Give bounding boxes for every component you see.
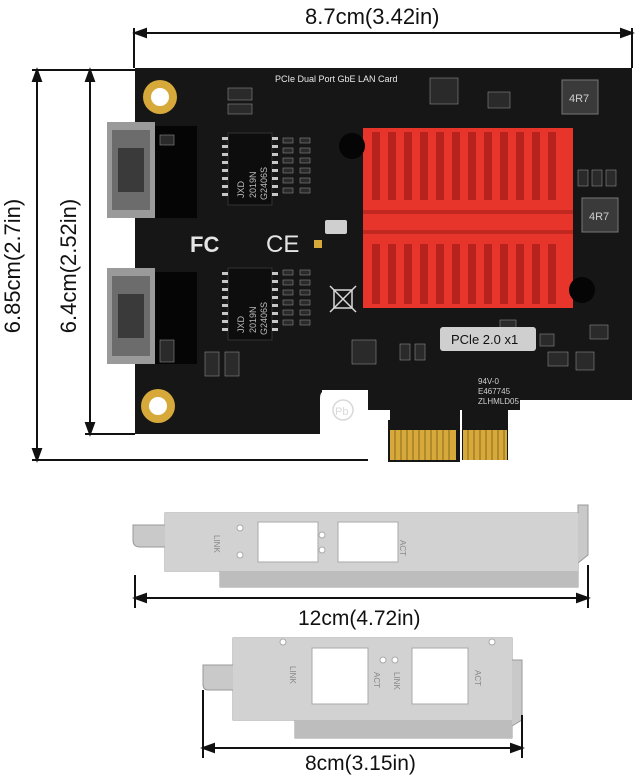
chip2-model: 2019N — [248, 306, 258, 333]
svg-text:94V-0: 94V-0 — [478, 377, 499, 386]
low-bracket-act-label-2: ACT — [473, 670, 482, 686]
ce-mark: CE — [266, 231, 299, 258]
low-bracket-plate: LINK ACT LINK ACT — [202, 637, 523, 739]
height-full-dimension-line — [31, 67, 386, 463]
chip1-model: 2019N — [248, 171, 258, 198]
full-bracket-plate: LINK ACT — [132, 504, 589, 588]
chip1-brand: JXD — [236, 180, 246, 198]
pcb-title: PCIe Dual Port GbE LAN Card — [275, 74, 398, 84]
inductor-middle: 4R7 — [581, 197, 619, 233]
weee-bin-icon — [329, 285, 357, 313]
full-bracket-width-label: 12cm(4.72in) — [298, 607, 421, 630]
pcie-version-label: PCle 2.0 x1 — [440, 327, 536, 351]
svg-text:ZLHMLD05: ZLHMLD05 — [478, 397, 519, 406]
pb-free-icon: Pb — [332, 399, 354, 421]
full-height-bracket: LINK ACT — [132, 504, 591, 608]
mount-hole-top — [143, 80, 177, 114]
smd-components — [159, 77, 617, 377]
magnetics-chip-top: JXD 2019N G2406S — [222, 132, 278, 206]
full-bracket-link-label: LINK — [212, 535, 221, 553]
full-bracket-dimension-line — [132, 565, 591, 608]
lan-card-photo: PCIe Dual Port GbE LAN Card JXD 2019N G2… — [31, 27, 635, 463]
inductor-middle-label: 4R7 — [589, 211, 609, 223]
low-bracket-link-label: LINK — [288, 666, 297, 684]
rj45-port-bottom — [107, 268, 197, 364]
low-bracket-width-label: 8cm(3.15in) — [305, 752, 416, 775]
red-heatsink — [339, 128, 595, 308]
svg-text:PCle 2.0 x1: PCle 2.0 x1 — [451, 332, 518, 347]
svg-text:Pb: Pb — [335, 406, 348, 418]
certification-text: 94V-0 E467745 ZLHMLD05 — [478, 377, 519, 406]
height-pcb-dimension-line — [84, 67, 135, 437]
chip2-code: G2406S — [259, 302, 269, 335]
svg-text:E467745: E467745 — [478, 387, 511, 396]
rj45-port-top — [107, 122, 197, 218]
magnetics-chip-bottom: JXD 2019N G2406S — [222, 267, 278, 341]
width-dimension-line — [132, 27, 635, 68]
pcie-gold-fingers — [390, 430, 507, 460]
low-bracket-dimension-line — [200, 690, 525, 758]
low-profile-bracket: LINK ACT LINK ACT — [200, 637, 525, 758]
chip2-brand: JXD — [236, 315, 246, 333]
chip1-code: G2406S — [259, 167, 269, 200]
fc-mark: FC — [190, 232, 219, 257]
low-bracket-act-label-1: ACT — [372, 672, 381, 688]
inductor-top-label: 4R7 — [569, 93, 589, 105]
card-height-pcb-label: 6.4cm(2.52in) — [56, 198, 81, 334]
low-bracket-link-label-2: LINK — [392, 672, 401, 690]
full-bracket-act-label: ACT — [398, 540, 407, 556]
card-height-full-label: 6.85cm(2.7in) — [0, 198, 25, 334]
card-width-label: 8.7cm(3.42in) — [305, 4, 440, 29]
mount-hole-bottom — [141, 389, 175, 423]
inductor-top: 4R7 — [561, 79, 599, 115]
crystal-component — [314, 220, 347, 248]
